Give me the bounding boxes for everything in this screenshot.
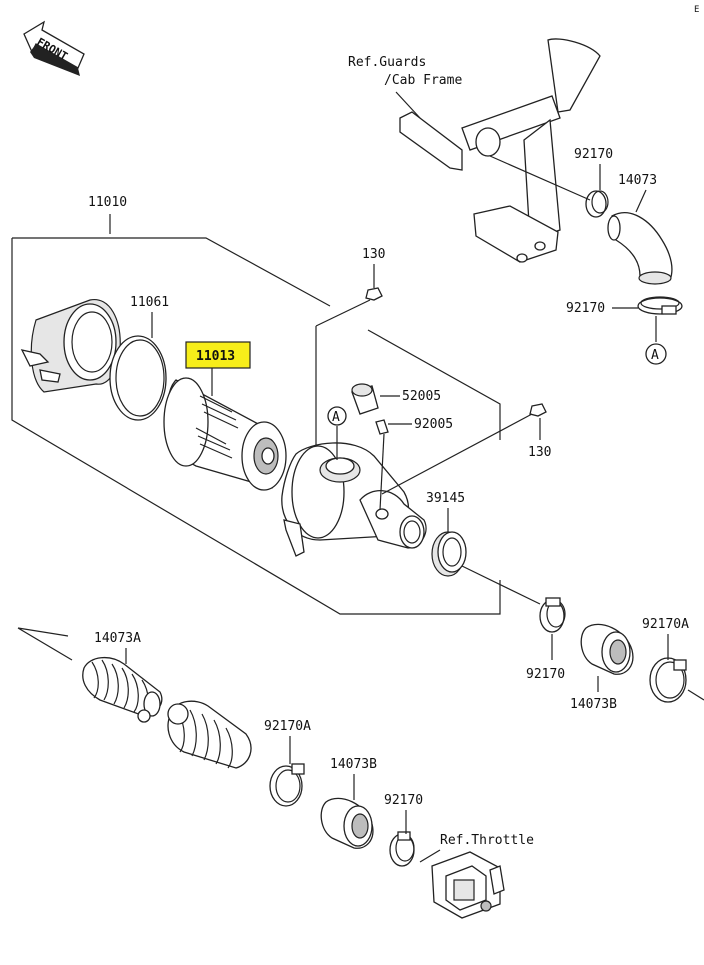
coupling-14073B-lower — [320, 797, 374, 849]
throttle-body — [431, 851, 505, 919]
part-label-92170A-right: 92170A — [642, 617, 689, 632]
bellows-hose-14073A — [82, 657, 252, 769]
part-label-92170-right: 92170 — [526, 667, 565, 682]
o-ring-11061 — [109, 335, 167, 421]
assembly-outline — [315, 326, 501, 452]
leader-line — [687, 689, 704, 701]
clamp-92170-mid — [637, 296, 683, 315]
clamp-92170-right — [539, 597, 566, 633]
front-arrow-icon: FRONT — [23, 20, 85, 76]
direction-arrow-icon — [17, 627, 73, 661]
part-label-14073: 14073 — [618, 173, 657, 188]
ref-guards-label: Ref.Guards — [348, 55, 426, 70]
part-label-92005: 92005 — [414, 417, 453, 432]
leader-line — [379, 433, 385, 511]
fitting-92005 — [375, 419, 389, 435]
highlight-box-11013 — [185, 341, 251, 369]
clamp-92170A-lower — [269, 763, 305, 807]
ref-a-housing: A — [332, 410, 340, 425]
part-label-39145: 39145 — [426, 491, 465, 506]
part-label-14073A: 14073A — [94, 631, 141, 646]
ref-circle-a-top — [645, 343, 667, 365]
coupling-14073B-right — [580, 623, 634, 675]
filter-mesh — [195, 395, 239, 459]
corner-mark: E — [694, 5, 699, 15]
elbow-hose-14073 — [607, 212, 673, 285]
leader-line — [461, 565, 541, 605]
part-label-92170A-lower: 92170A — [264, 719, 311, 734]
part-label-92170-top: 92170 — [574, 147, 613, 162]
part-label-14073B-lower: 14073B — [330, 757, 377, 772]
clamp-92170-top — [585, 190, 609, 218]
part-label-130-top: 130 — [362, 247, 385, 262]
bolt-130-top — [365, 287, 383, 301]
part-label-52005: 52005 — [402, 389, 441, 404]
cap-52005 — [351, 383, 379, 415]
leader-line — [315, 299, 371, 327]
part-label-130-right: 130 — [528, 445, 551, 460]
part-label-14073B-right: 14073B — [570, 697, 617, 712]
ref-a-top: A — [651, 348, 659, 363]
leader-line — [419, 849, 441, 863]
part-label-11010: 11010 — [88, 195, 127, 210]
bolt-130-right — [529, 403, 547, 417]
leader-line — [489, 155, 591, 201]
clamp-92170A-right — [649, 657, 687, 703]
part-label-92170-lower: 92170 — [384, 793, 423, 808]
part-label-92170-mid: 92170 — [566, 301, 605, 316]
clamp-92170-lower — [389, 831, 415, 867]
leader-line — [635, 189, 647, 213]
leader-line — [395, 91, 421, 119]
ref-circle-a-housing — [327, 406, 347, 426]
part-label-11061: 11061 — [130, 295, 169, 310]
part-label-11013: 11013 — [196, 349, 235, 364]
air-cleaner-cover — [20, 299, 121, 393]
ref-throttle-label: Ref.Throttle — [440, 833, 534, 848]
filter-element-11013 — [163, 377, 287, 491]
cab-frame-bracket — [399, 38, 601, 263]
ref-cab-frame-label: /Cab Frame — [384, 73, 462, 88]
air-cleaner-housing — [281, 442, 427, 557]
ring-39145 — [431, 531, 467, 577]
leader-line — [381, 413, 533, 495]
assembly-outline — [11, 214, 501, 615]
